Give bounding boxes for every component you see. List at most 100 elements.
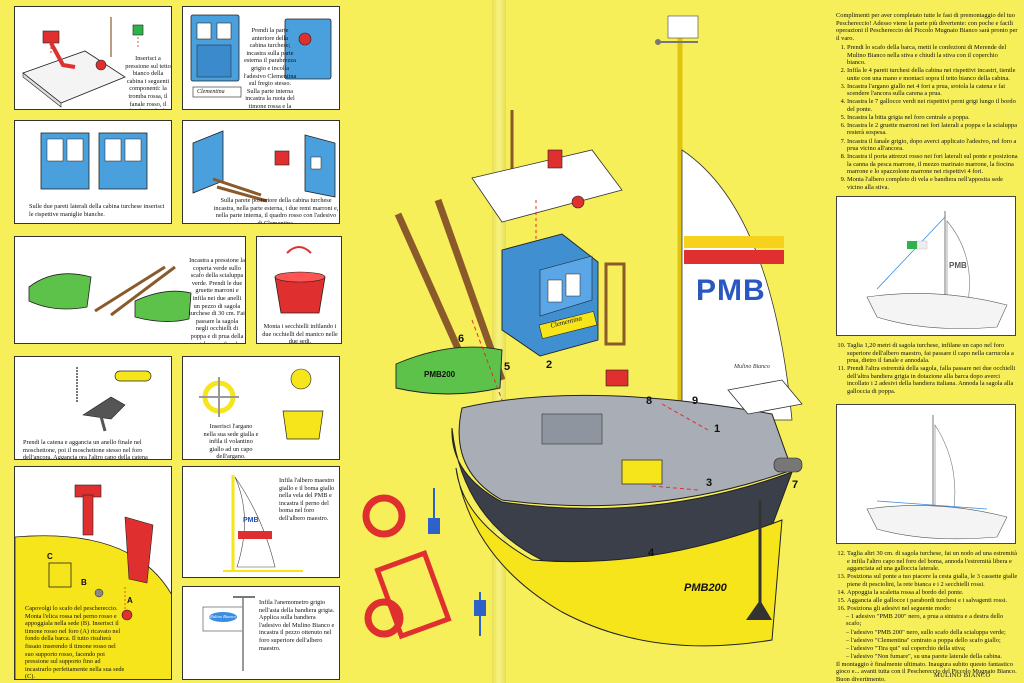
step-8: Incastra il porta attrezzi rosso nei for… (847, 153, 1018, 176)
part-number-6: 6 (458, 333, 464, 345)
panel-bucket: Monta i secchielli infilando i due occhi… (256, 236, 342, 344)
rigging-illustration (866, 211, 1008, 329)
panel-side-walls: Sulle due pareti laterali della cabina t… (14, 120, 172, 224)
step-6: Incastra le 2 gruette marroni nei fori l… (847, 122, 1018, 137)
panel-winch: Inserisci l'argano nella sua sede gialla… (182, 356, 340, 460)
mini-panel-rigging: PMB (836, 196, 1016, 336)
closing-text: Il montaggio è finalmente ultimato. Inau… (836, 660, 1017, 683)
step-4: Incastra le 7 gallocce verdi nei rispett… (847, 98, 1018, 113)
sticker-item: 1 adesivo "PMB 200" nero, a prua a sinis… (846, 613, 1018, 628)
sail-logo: PMB (696, 274, 766, 307)
rear-wall-illustration (192, 130, 336, 203)
step-15: Aggancia alle gallocce i parabordi turch… (847, 597, 1018, 605)
sticker-item: l'adesivo "PMB 200" nero, sullo scafo de… (846, 629, 1018, 637)
step-14: Appoggia la scaletta rossa al bordo del … (847, 589, 1018, 597)
steps-list-b: Taglia 1,20 metri di sagola turchese, in… (836, 342, 1018, 395)
exploded-diagram: 1 2 3 4 5 6 7 8 9 (362, 15, 803, 647)
steps-column-b: Taglia 1,20 metri di sagola turchese, in… (836, 342, 1018, 396)
step-12: Taglia altri 30 cm. di sagola turchese, … (847, 550, 1018, 573)
part-number-5: 5 (504, 361, 510, 373)
brand-footer: MULINO BIANCO (934, 672, 991, 679)
steps-list-a: Prendi lo scafo della barca, metti le co… (836, 44, 1018, 191)
label-c: C (47, 552, 53, 561)
part-number-1: 1 (714, 423, 720, 435)
lantern (773, 457, 803, 473)
bucket-illustration (274, 246, 326, 314)
panel-rear-wall-text: Sulla parete posteriore della cabina tur… (213, 197, 339, 224)
part-number-2: 2 (546, 359, 552, 371)
lifeboat-illustration (28, 265, 192, 322)
part-number-4: 4 (648, 547, 655, 559)
panel-mast-sail: PMB Infila l'albero maestro giallo e il … (182, 466, 340, 578)
lifeboat (395, 346, 503, 395)
step-10: Taglia 1,20 metri di sagola turchese, in… (847, 342, 1018, 365)
ladder (374, 550, 452, 640)
mini-panel-boom (836, 404, 1016, 544)
part-number-7: 7 (792, 479, 798, 491)
label-a: A (127, 596, 133, 605)
panel-roof-text: Inserisci a pressione sul tetto bianco d… (125, 55, 171, 109)
part-number-3: 3 (706, 477, 712, 489)
side-walls-illustration (40, 132, 148, 190)
panel-rear-wall: Sulla parete posteriore della cabina tur… (182, 120, 340, 224)
lifeboat-label: PMB200 (424, 370, 456, 379)
sticker-item: l'adesivo "Clementina" centrato a poppa … (846, 637, 1018, 645)
intro-text: Complimenti per aver completato tutte le… (836, 12, 1018, 42)
lifebuoy-1 (362, 494, 406, 538)
right-intro-column: Complimenti per aver completato tutte le… (836, 12, 1018, 192)
step-16: Posiziona gli adesivi nel seguente modo: (847, 605, 1018, 613)
winch-illustration (199, 368, 324, 440)
front-cabin-illustration (190, 14, 332, 98)
top-flag (667, 15, 699, 39)
panel-roof-components: Inserisci a pressione sul tetto bianco d… (14, 6, 172, 110)
cabin-roof (471, 149, 623, 223)
mast-sail-illustration (223, 475, 303, 572)
panel-bucket-text: Monta i secchielli infilando i due occhi… (262, 323, 338, 344)
flag-brand-label: Mulino Bianco (209, 614, 236, 619)
hatch-cover (727, 379, 803, 415)
panel-front-cabin: Clementina Prendi la parte anteriore del… (182, 6, 340, 110)
panel-side-walls-text: Sulle due pareti laterali della cabina t… (29, 203, 165, 218)
mini-sail-logo: PMB (949, 261, 967, 270)
step-9: Monta l'albero completo di vela e bandie… (847, 176, 1018, 191)
sticker-list: 1 adesivo "PMB 200" nero, a prua a sinis… (836, 613, 1018, 660)
sail-yellow-stripe (684, 236, 784, 248)
step-1: Prendi lo scafo della barca, metti le co… (847, 44, 1018, 67)
sail-logo-small: PMB (243, 517, 259, 524)
part-number-8: 8 (646, 395, 652, 407)
hull-label: PMB200 (684, 582, 727, 594)
sail-red-stripe (684, 250, 784, 264)
label-b: B (81, 578, 87, 587)
part-number-9: 9 (692, 395, 698, 407)
sticker-item: l'adesivo "Tira qui" sul coperchio della… (846, 645, 1018, 653)
step-13: Posiziona sul ponte a tuo piacere la ces… (847, 573, 1018, 588)
step-3: Incastra l'argano giallo nei 4 fori a pr… (847, 83, 1018, 98)
panel-propeller-rudder-text: Capovolgi lo scafo del peschereccio. Mon… (25, 605, 125, 680)
lifebuoy-2 (364, 598, 404, 638)
panel-flag-text: Infila l'anemometro grigio nell'asta del… (259, 599, 335, 652)
panel-flag: Mulino Bianco Infila l'anemometro grigio… (182, 586, 340, 680)
step-11: Prendi l'altra estremità della sagola, f… (847, 365, 1018, 395)
panel-mast-sail-text: Infila l'albero maestro giallo e il boma… (279, 477, 335, 522)
panel-front-cabin-text: Prendi la parte anteriore della cabina t… (243, 27, 297, 110)
propeller-rudder-illustration (15, 484, 171, 679)
steps-column-c: Taglia altri 30 cm. di sagola turchese, … (836, 550, 1018, 683)
panel-lifeboat: Incastra a pressione la coperta verde su… (14, 236, 246, 344)
sticker-clementina: Clementina (197, 89, 225, 95)
roof-illustration (22, 17, 144, 108)
panel-propeller-rudder: C B A Capovolgi lo scafo del pescherecci… (14, 466, 172, 680)
flag-illustration (202, 596, 255, 671)
sail-small-brand: Mulino Bianco (734, 364, 770, 370)
chain-anchor-illustration (76, 367, 152, 432)
panel-lifeboat-text: Incastra a pressione la coperta verde su… (189, 257, 245, 343)
hull (455, 467, 783, 647)
step-7: Incastra il fanale grigio, dopo averci a… (847, 138, 1018, 153)
panel-winch-text: Inserisci l'argano nella sua sede gialla… (203, 423, 259, 460)
steps-list-c: Taglia altri 30 cm. di sagola turchese, … (836, 550, 1018, 612)
step-5: Incastra la bitta grigia nel foro centra… (847, 114, 1018, 122)
panel-chain-anchor: Prendi la catena e aggancia un anello fi… (14, 356, 172, 460)
boom-illustration (866, 415, 1008, 540)
panel-chain-anchor-text: Prendi la catena e aggancia un anello fi… (23, 439, 148, 460)
tool-rack (604, 262, 626, 346)
